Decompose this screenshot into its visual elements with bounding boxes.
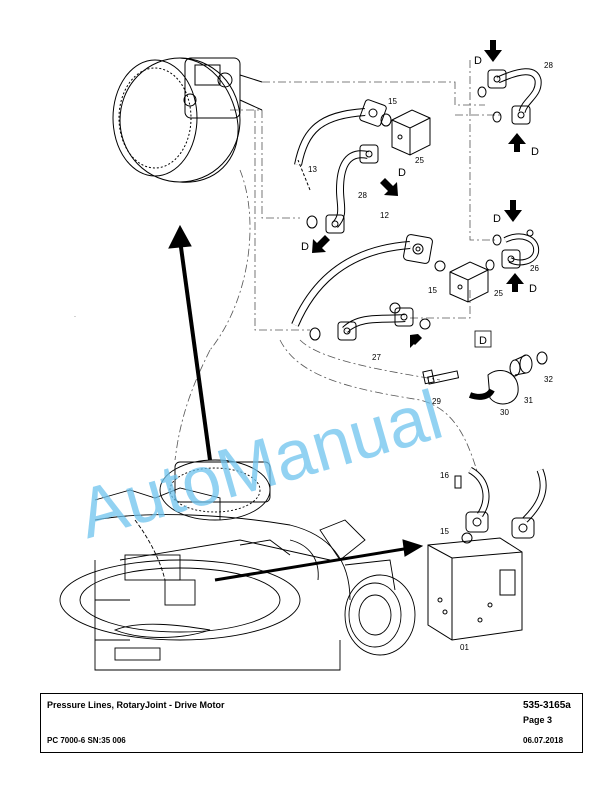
valve-block-25-upper: [391, 109, 431, 156]
callout-25b: 25: [494, 289, 503, 298]
drive-motor-top: [112, 57, 263, 183]
callout-25a: 25: [415, 156, 424, 165]
callout-13: 13: [308, 165, 317, 174]
reference-lines: [174, 60, 500, 481]
tube-27: [337, 307, 414, 341]
d-label-2: D: [531, 146, 539, 158]
arrow-up-2: [506, 273, 524, 292]
lower-hoses: [454, 466, 547, 539]
callout-15b: 15: [428, 286, 437, 295]
page-number: Page 3: [523, 715, 553, 725]
callout-30: 30: [500, 408, 509, 417]
arrow-up-1: [508, 133, 526, 152]
arrow-down-2: [504, 200, 522, 222]
hose-12: [291, 234, 433, 327]
title-block: Pressure Lines, RotaryJoint - Drive Moto…: [40, 693, 583, 753]
callout-12: 12: [380, 211, 389, 220]
callout-15a: 15: [388, 97, 397, 106]
tube-28-middle: [325, 144, 379, 234]
d-labels: D D D D D D D: [301, 55, 539, 348]
machine-model: PC 7000-6 SN:35 006: [47, 736, 126, 745]
fitting-26: [501, 229, 540, 269]
parts-diagram: 28 15 25 13 28 12 26 25 15 27 29 30 31 3…: [59, 40, 553, 671]
lower-machine-assembly: [59, 459, 416, 671]
d-label-box: [474, 330, 492, 348]
valve-block-25-lower: [449, 261, 489, 303]
document-number: 535-3165a: [523, 700, 571, 711]
revision-date: 06.07.2018: [523, 736, 564, 745]
arrow-diag-1: [380, 178, 398, 196]
bolt-29: [422, 369, 460, 385]
pointer-arrow-up: [168, 224, 212, 461]
callout-16: 16: [440, 471, 449, 480]
arrow-down-1: [484, 40, 502, 62]
callout-28b: 28: [358, 191, 367, 200]
d-label-3: D: [398, 167, 406, 179]
callout-15c: 15: [440, 527, 449, 536]
watermark: AutoManual: [70, 375, 451, 553]
tube-28-upper: [487, 68, 542, 125]
arrow-diag-2: [312, 235, 330, 253]
callout-labels: 28 15 25 13 28 12 26 25 15 27 29 30 31 3…: [308, 61, 553, 652]
adapter-31: [509, 354, 533, 377]
callout-26: 26: [530, 264, 539, 273]
rotary-joint-block-01: [427, 537, 523, 641]
callout-31: 31: [524, 396, 533, 405]
hose-13: [294, 99, 387, 191]
d-label-1: D: [474, 55, 482, 67]
callout-27: 27: [372, 353, 381, 362]
d-label-7: D: [479, 335, 487, 347]
flange-30: [468, 370, 519, 405]
drawing-title: Pressure Lines, RotaryJoint - Drive Moto…: [47, 700, 225, 710]
stray-mark: ·: [74, 314, 76, 320]
d-label-5: D: [493, 213, 501, 225]
callout-29: 29: [432, 397, 441, 406]
d-label-6: D: [529, 283, 537, 295]
arrow-diag-3: [410, 334, 422, 350]
callout-32: 32: [544, 375, 553, 384]
flow-arrows: [312, 40, 526, 350]
pointer-arrow-right: [214, 539, 424, 582]
callout-28a: 28: [544, 61, 553, 70]
d-label-4: D: [301, 241, 309, 253]
callout-01: 01: [460, 643, 469, 652]
